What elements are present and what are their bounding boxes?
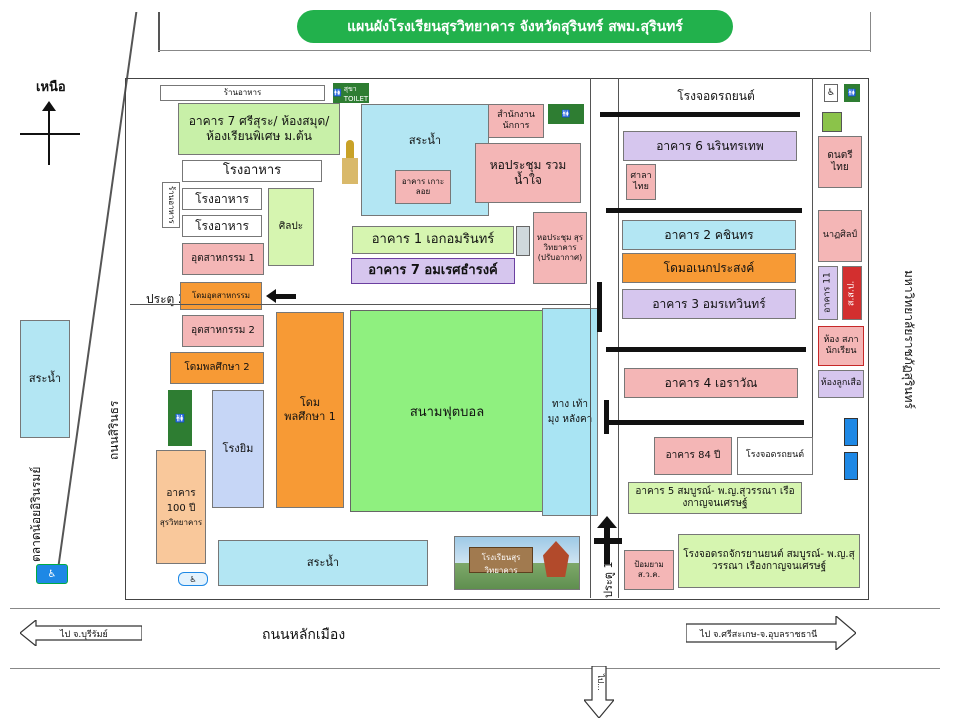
toilet-label: สุขา TOILET [343,84,369,103]
restaurant-small: ร้านอาหาร [160,85,325,101]
university-label: มหาวิทยาลัยราชภัฏสุรินทร์ [902,270,916,409]
building-2: อาคาร 2 คชินทร [622,220,796,250]
arrow-icon [606,208,802,213]
building-100-box: อาคาร 100 ปี สุรวิทยาคาร [156,450,206,564]
arrow-icon [606,347,806,352]
accessibility-icon: ♿ [178,572,208,586]
direction-right[interactable]: ไป จ.ศรีสะเกษ-จ.อุบลราชธานี [686,616,856,650]
toilet-icon: 🚻 [548,104,584,124]
school-sign-photo: โรงเรียนสุรวิทยาคาร [454,536,580,590]
toilet-icon: 🚻สุขา TOILET [333,83,369,103]
road-line-bottom1 [10,608,940,609]
arrow-icon [600,112,800,117]
ss-room: ส.ส.ป. [842,266,862,320]
parking-mid: โรงจอดรถยนต์ [737,437,813,475]
road-line-right [870,12,871,52]
art-building: ศิลปะ [268,188,314,266]
road-line-left2 [158,12,160,52]
school-sign-text: โรงเรียนสุรวิทยาคาร [481,553,521,575]
monument-icon [822,112,842,132]
building-1: อาคาร 1 เอกอมรินทร์ [352,226,514,254]
parking-top: โรงจอดรถยนต์ [627,84,805,108]
toilet-icon: 🚻 [844,84,860,102]
canteen-main: โรงอาหาร [182,160,322,182]
building-84: อาคาร 84 ปี [654,437,732,475]
road-label-bottom: ถนนหลักเมือง [262,627,346,643]
gate2-road [130,304,590,305]
gate-2-label: ประตู 2 [146,292,186,306]
parking-icon [516,226,530,256]
road-line-top [158,50,870,51]
industry-2: อุตสาหกรรม 2 [182,315,264,347]
direction-left[interactable]: ไป จ.บุรีรัมย์ [20,620,142,646]
island-building: อาคาร เกาะลอย [395,170,451,204]
pe-dome-2: โดมพลศึกษา 2 [170,352,264,384]
arrow-icon [597,516,617,528]
canteen-3: โรงอาหาร [182,215,262,237]
hall-small: หอประชุม สุรวิทยาคาร (ปรับอากาศ) [533,212,587,284]
monument-icon [340,140,360,184]
building-4: อาคาร 4 เอราวัณ [624,368,798,398]
football-field: สนามฟุตบอล [350,310,544,512]
office-building: สำนักงาน นักการ [488,104,544,138]
parking-icon: ♿ [824,84,838,102]
direction-right-label: ไป จ.ศรีสะเกษ-จ.อุบลราชธานี [700,630,818,640]
gym-building: โรงยิม [212,390,264,508]
guard-booth: ป้อมยาม ส.ว.ค. [624,550,674,590]
hall-ruam-namjai: หอประชุม รวมน้ำใจ [475,143,581,203]
arrow-icon [604,528,610,564]
market-label: ตลาดน้อยอิรินรมย์ [29,466,43,562]
student-council: ห้อง สภานักเรียน [818,326,864,366]
accessibility-icon [844,418,858,446]
building-100-sub: สุรวิทยาคาร [159,517,203,527]
map-title: แผนผังโรงเรียนสุรวิทยาคาร จังหวัดสุรินทร… [297,10,733,43]
canteen-2: โรงอาหาร [182,188,262,210]
pe-dome-1: โดม พลศึกษา 1 [276,312,344,508]
thai-music: ดนตรี ไทย [818,136,862,188]
pool-bottom: สระน้ำ [218,540,428,586]
road-label-left: ถนนสิรินธร [107,400,121,460]
industry-dome: โดมอุตสาหกรรม [180,282,262,310]
arrow-icon [594,538,622,544]
scout-room: ห้องลูกเสือ [818,370,864,398]
building-7-srisura: อาคาร 7 ศรีสุระ/ ห้องสมุด/ห้องเรียนพิเศษ… [178,103,340,155]
arrow-icon [597,282,602,332]
industry-1: อุตสาหกรรม 1 [182,243,264,275]
canteen-side: ร้านอาหาร [162,182,180,228]
gate-1-label: ประตู 1 [602,561,615,598]
accessibility-icon [844,452,858,480]
building-100-label: อาคาร 100 ปี [166,487,196,514]
accessibility-icon: ♿ [36,564,68,584]
compass-icon [20,95,80,165]
building-7-amorn: อาคาร 7 อมเรศธำรงค์ [351,258,515,284]
inner-road-right [812,78,813,438]
school-boundary [125,78,869,600]
direction-left-label: ไป จ.บุรีรัมย์ [60,630,108,640]
dramatic-arts: นาฏศิลป์ [818,210,862,262]
building-6: อาคาร 6 นรินทรเทพ [623,131,797,161]
building-5: อาคาร 5 สมบูรณ์- พ.ญ.สุวรรณา เรืองกาญจนเ… [628,482,802,514]
direction-down-label: ไป... [596,674,605,691]
inner-road-v1 [590,78,591,598]
building-3: อาคาร 3 อมรเทวินทร์ [622,289,796,319]
building-11: อาคาร 11 [818,266,838,320]
pool-left: สระน้ำ [20,320,70,438]
arrow-icon [272,294,296,299]
covered-walkway: ทาง เท้า มุง หลังคา [542,308,598,516]
road-line-bottom2 [10,668,940,669]
arrow-icon [604,400,609,434]
arrow-icon [604,420,804,425]
inner-road-v2 [618,78,619,598]
arrow-icon [266,289,276,303]
direction-down[interactable]: ไป... [584,666,614,718]
toilet-icon: 🚻 [168,390,192,446]
compass-label: เหนือ [36,80,66,95]
thai-sala: ศาลา ไทย [626,164,656,200]
moto-parking: โรงจอดรถจักรยานยนต์ สมบูรณ์- พ.ญ.สุวรรณา… [678,534,860,588]
dome-multipurpose: โดมอเนกประสงค์ [622,253,796,283]
